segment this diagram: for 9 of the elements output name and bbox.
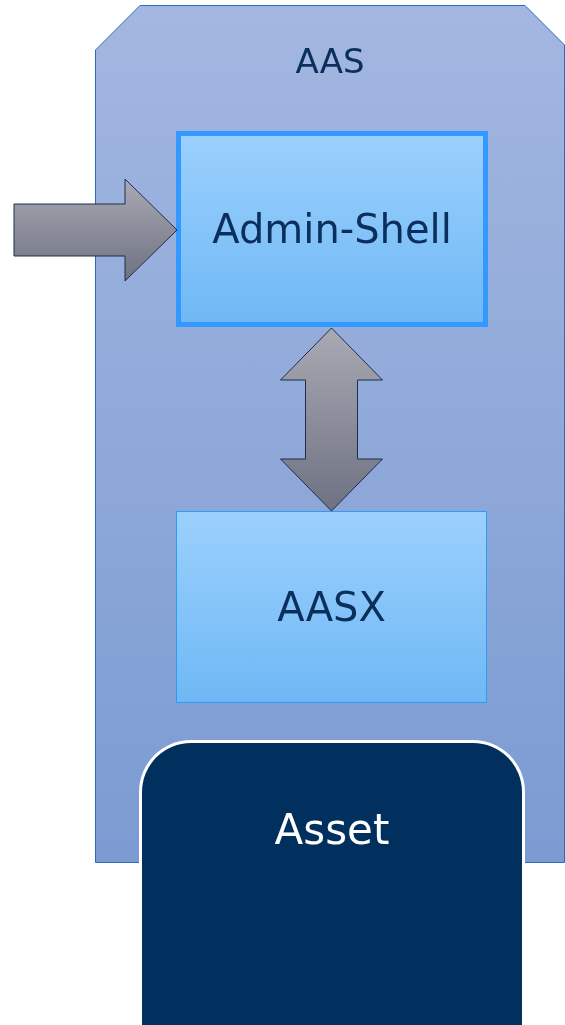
block-arrow	[280, 327, 383, 512]
node-label: AAS	[295, 41, 365, 83]
asset-block	[139, 740, 525, 1025]
node-label: AASX	[277, 584, 386, 630]
component-box	[176, 131, 488, 327]
node-label: Admin-Shell	[212, 206, 452, 252]
block-arrow	[13, 178, 178, 282]
node-label: Asset	[274, 804, 390, 854]
component-box	[176, 511, 487, 703]
